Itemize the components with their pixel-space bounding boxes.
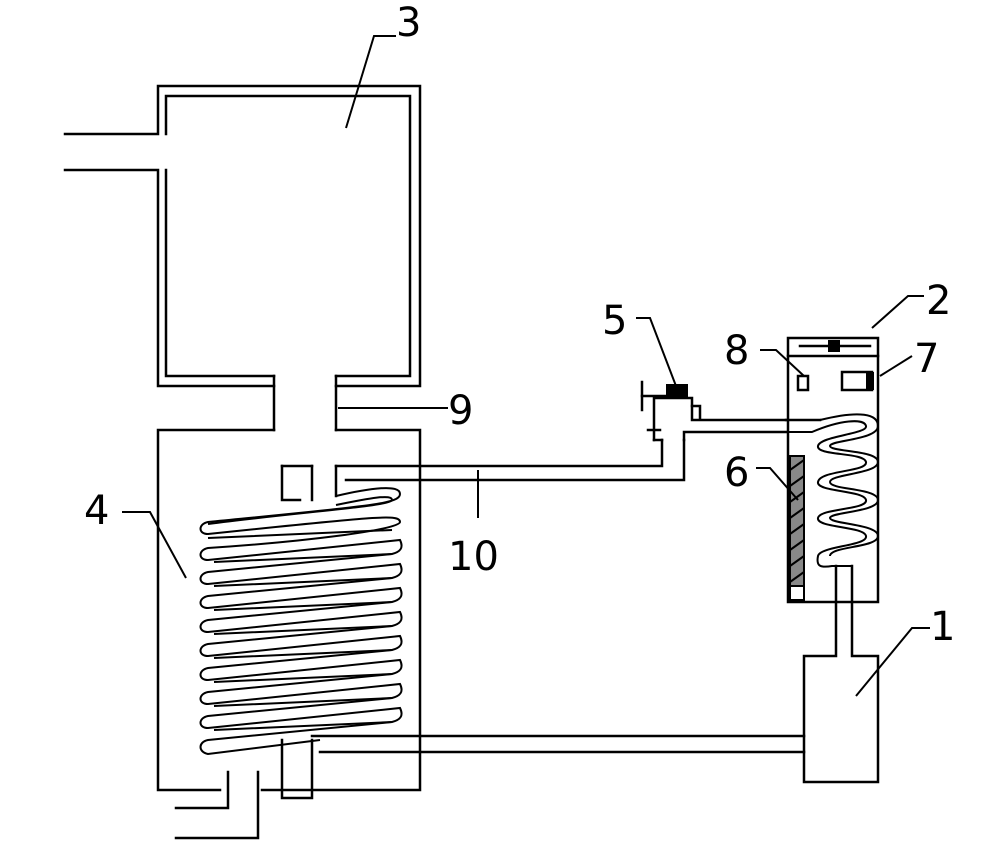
label-8: 8 bbox=[724, 328, 749, 374]
label-10: 10 bbox=[448, 534, 499, 580]
connecting-neck bbox=[272, 374, 338, 432]
heat-exchange-coil bbox=[199, 464, 403, 756]
lower-vessel bbox=[156, 428, 422, 840]
label-2: 2 bbox=[926, 278, 951, 324]
upper-tank bbox=[63, 84, 422, 388]
valve bbox=[640, 380, 788, 442]
supply-pipe bbox=[334, 438, 686, 482]
label-7: 7 bbox=[914, 336, 939, 382]
evaporator-box bbox=[784, 336, 880, 604]
compressor bbox=[802, 564, 880, 784]
label-1: 1 bbox=[930, 604, 955, 650]
leader-lines bbox=[122, 35, 930, 697]
label-5: 5 bbox=[602, 298, 627, 344]
label-9: 9 bbox=[448, 388, 473, 434]
label-6: 6 bbox=[724, 450, 749, 496]
return-pipe bbox=[280, 734, 806, 800]
labels: 3 9 4 10 5 2 7 8 6 1 bbox=[84, 0, 955, 650]
label-3: 3 bbox=[396, 0, 421, 46]
label-4: 4 bbox=[84, 488, 109, 534]
